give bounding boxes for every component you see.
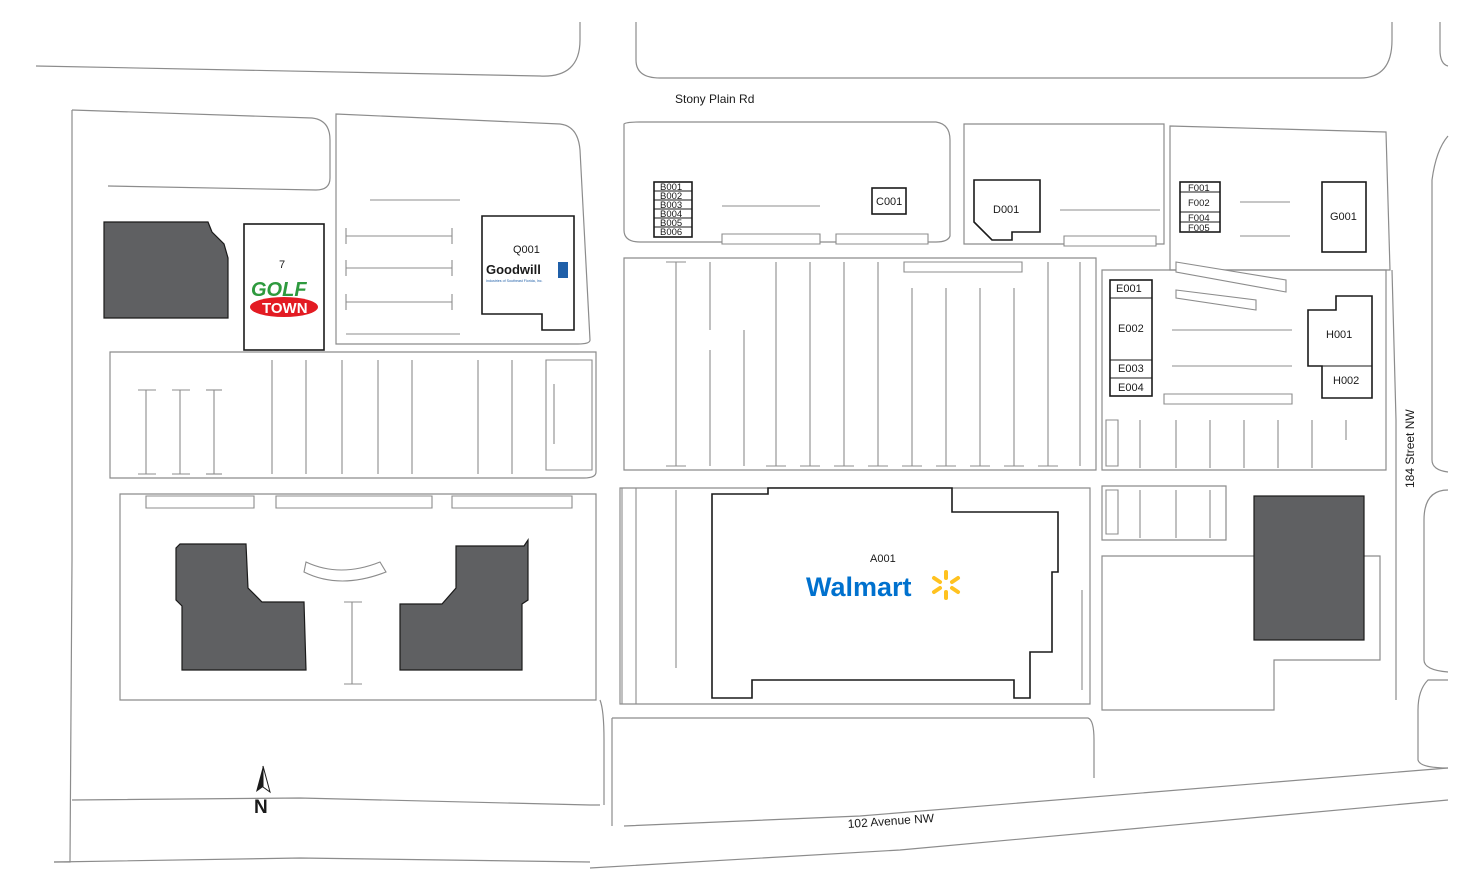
street-south-label: 102 Avenue NW <box>847 811 935 831</box>
golf-town-logo-oval <box>250 297 318 317</box>
lease-units <box>243 179 1373 699</box>
walmart-logo-text: Walmart <box>806 572 912 602</box>
unit-label-d001: D001 <box>993 204 1019 216</box>
unit-label-b006: B006 <box>660 227 682 238</box>
pad-southwest-right <box>399 538 529 671</box>
unit-label-f004: F004 <box>1188 213 1210 224</box>
unit-label-b001: B001 <box>660 182 682 193</box>
parking-islands <box>138 199 1347 705</box>
goodwill-logo-mark <box>558 262 568 278</box>
unit-label-c001: C001 <box>876 196 902 208</box>
pad-northwest <box>103 221 229 319</box>
unit-a001 <box>711 487 1059 699</box>
street-east-label: 184 Street NW <box>1403 409 1417 488</box>
goodwill-logo-text: Goodwill <box>486 262 541 277</box>
walmart-logo: Walmart <box>806 570 960 602</box>
unit-label-b002: B002 <box>660 191 682 202</box>
unit-label-g001: G001 <box>1330 211 1357 223</box>
unit-label-b003: B003 <box>660 200 682 211</box>
unit-label-h002: H002 <box>1333 375 1359 387</box>
road-network <box>35 22 1449 869</box>
unit-label-q001: Q001 <box>513 244 540 256</box>
pad-east <box>1253 495 1365 641</box>
goodwill-logo-tagline: Industries of Southeast Florida, Inc. <box>486 279 543 283</box>
occupied-pads <box>103 221 1365 671</box>
unit-label-f001: F001 <box>1188 183 1210 194</box>
unit-label-b004: B004 <box>660 209 682 220</box>
golf-town-logo-bottom: TOWN <box>262 300 308 317</box>
unit-g001 <box>1321 181 1367 253</box>
unit-label-e004: E004 <box>1118 382 1144 394</box>
unit-label-e001: E001 <box>1116 283 1142 295</box>
unit-q001 <box>481 215 575 331</box>
unit-label-f002: F002 <box>1188 198 1210 209</box>
unit-label-h001: H001 <box>1326 329 1352 341</box>
unit-label-f005: F005 <box>1188 223 1210 234</box>
unit-d001 <box>973 179 1041 241</box>
unit-c001 <box>871 187 907 215</box>
unit-f-block <box>1179 181 1221 233</box>
unit-label-e002: E002 <box>1118 323 1144 335</box>
golf-town-logo: GOLF TOWN <box>250 279 318 317</box>
goodwill-logo: Goodwill Industries of Southeast Florida… <box>486 262 568 283</box>
unit-e-block <box>1109 279 1153 397</box>
street-north-label: Stony Plain Rd <box>675 92 754 106</box>
unit-label-a001: A001 <box>870 553 896 565</box>
unit-golf-town <box>243 223 325 351</box>
unit-h-block <box>1307 295 1373 399</box>
north-arrow-icon: N <box>254 765 271 818</box>
unit-label-b005: B005 <box>660 218 682 229</box>
north-arrow-label: N <box>254 797 268 818</box>
walmart-spark-icon <box>932 570 960 600</box>
pad-southwest-left <box>175 543 307 671</box>
golf-town-logo-top: GOLF <box>251 279 307 301</box>
unit-label-e003: E003 <box>1118 363 1144 375</box>
unit-label-golf-town: 7 <box>279 259 285 271</box>
